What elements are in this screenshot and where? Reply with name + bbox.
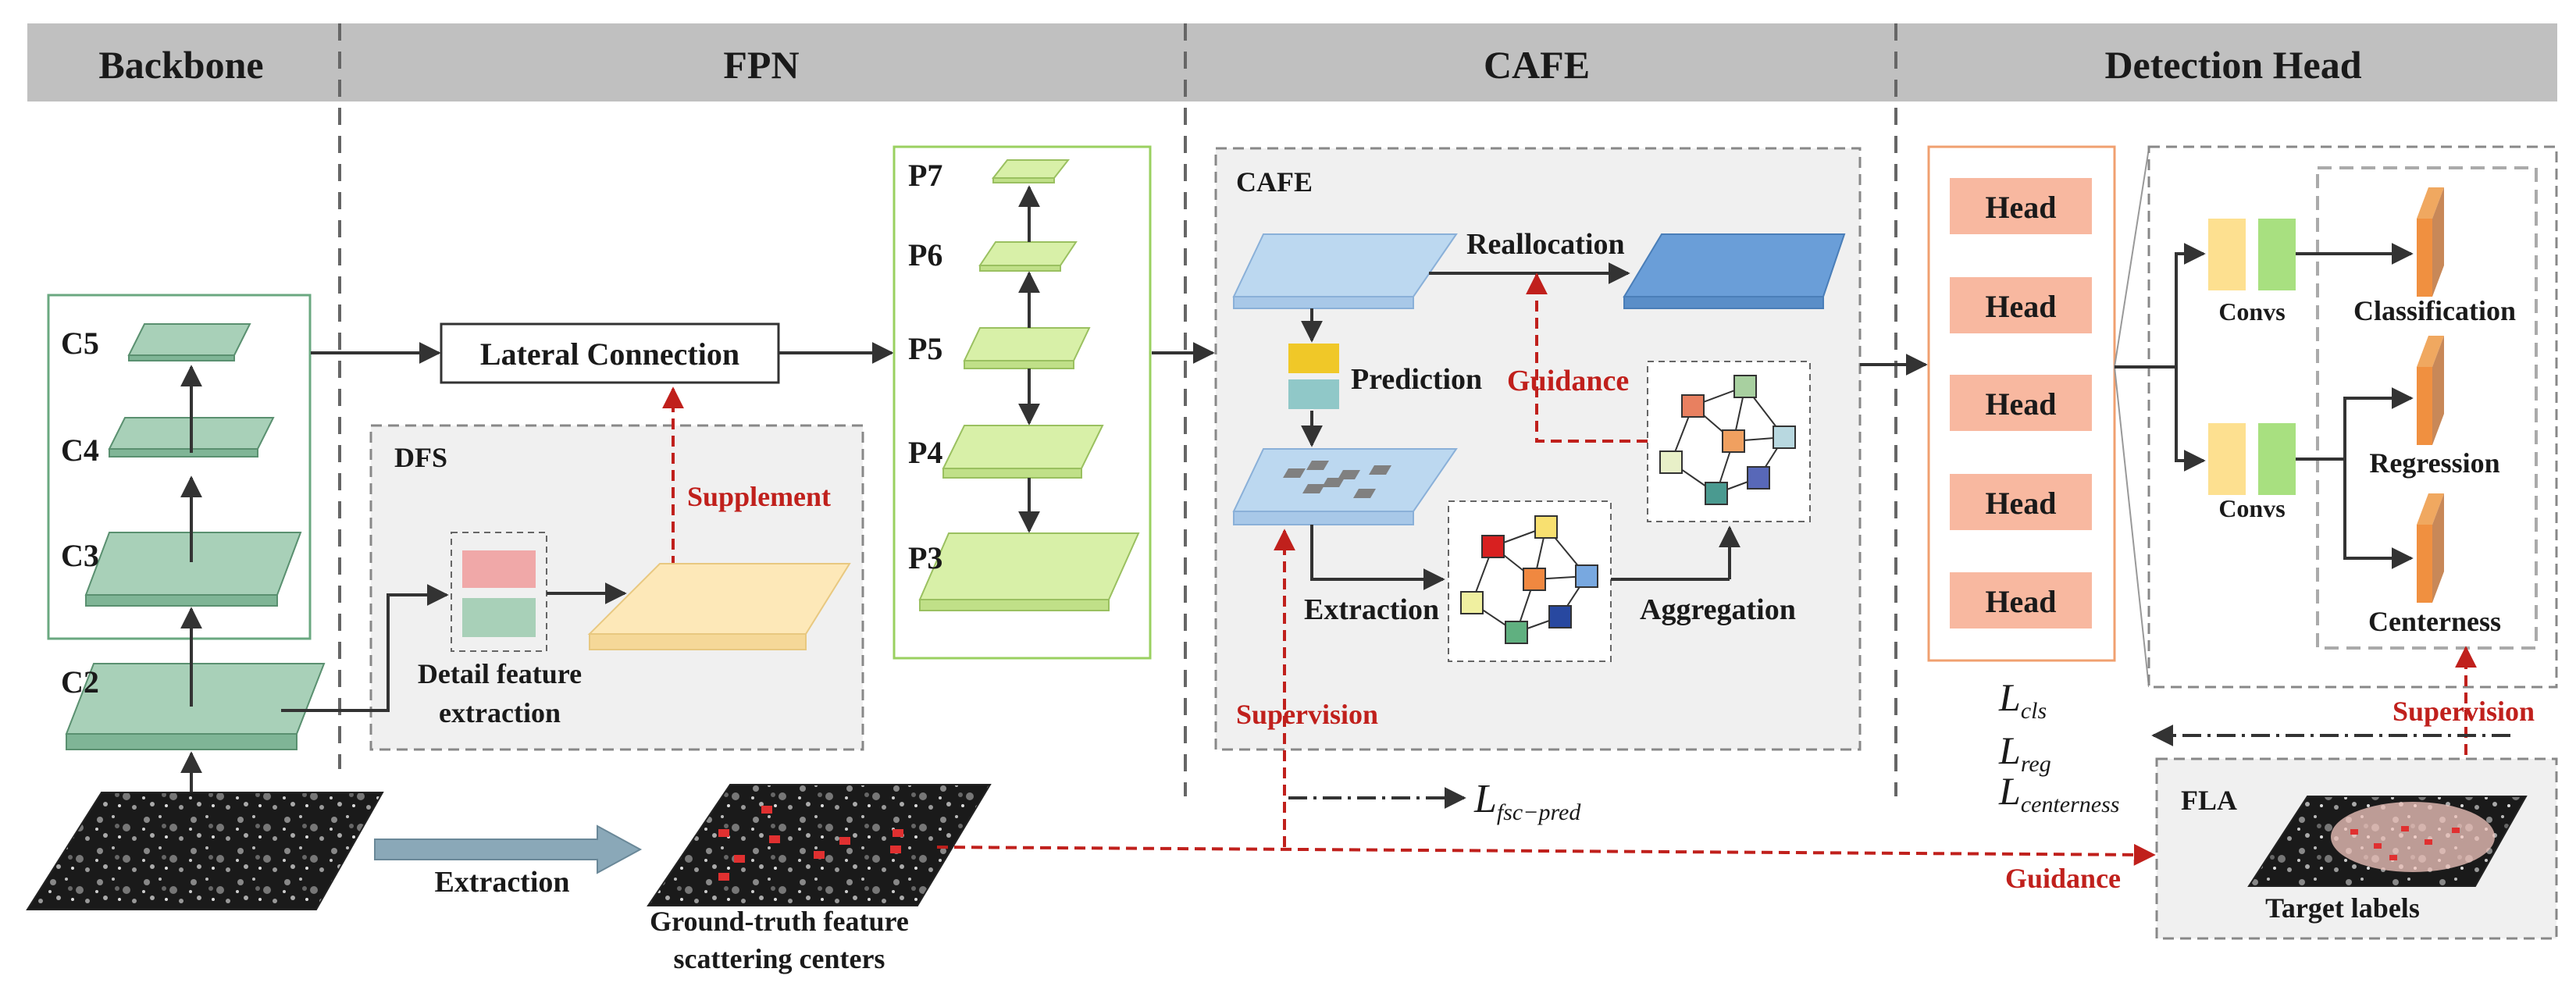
- prediction-teal: [1288, 379, 1339, 409]
- head-label-3: Head: [1985, 386, 2056, 422]
- cafe-title: CAFE: [1236, 166, 1313, 198]
- backbone-box: [47, 294, 312, 640]
- prediction-yellow: [1288, 344, 1339, 373]
- aggregation-label: Aggregation: [1640, 593, 1796, 626]
- arrow-convs-to-regression: [2296, 387, 2414, 461]
- header-fpn: FPN: [723, 43, 799, 87]
- head-box-2: [1950, 277, 2092, 333]
- label-c4: C4: [61, 433, 99, 468]
- label-p7: P7: [908, 158, 942, 193]
- reallocation-plane-edge: [1623, 296, 1824, 309]
- prediction-plane-edge: [1233, 511, 1414, 525]
- output-branch-box: [2316, 166, 2538, 650]
- dfs-title: DFS: [394, 442, 447, 473]
- centerness-block: [2417, 493, 2444, 603]
- target-region-overlay: [2331, 802, 2495, 872]
- detail-feature-red: [462, 550, 536, 588]
- extraction-graph-nodes: [1460, 515, 1598, 644]
- loss-centerness: Lcenterness: [1998, 769, 2119, 817]
- arrow-convs-to-centerness: [2343, 459, 2414, 569]
- supervision-label-cafe: Supervision: [1236, 699, 1378, 730]
- arrow-to-extraction-graph: [1310, 525, 1445, 590]
- detail-feature-label-2: extraction: [439, 697, 561, 728]
- section-dividers: [338, 23, 1897, 796]
- head-label-1: Head: [1985, 190, 2056, 225]
- supplement-label: Supplement: [687, 481, 831, 512]
- reallocation-plane: [1623, 233, 1846, 297]
- header-bar: [27, 23, 2557, 101]
- gt-label-line-1: Ground-truth feature: [650, 906, 909, 937]
- gt-scattering-points: [718, 806, 903, 881]
- label-p3: P3: [908, 540, 942, 575]
- zoom-line-top: [2114, 148, 2150, 368]
- convs-bottom-label: Convs: [2218, 494, 2285, 522]
- arrow-c2-to-detail: [281, 584, 449, 712]
- extraction-bottom-label: Extraction: [434, 866, 569, 899]
- head-box-1: [1950, 178, 2092, 234]
- fpn-pyramid-box: [893, 145, 1152, 660]
- label-p6: P6: [908, 237, 942, 272]
- head-label-5: Head: [1985, 584, 2056, 619]
- header-detection-head: Detection Head: [2104, 43, 2361, 87]
- guidance-label-cafe: Guidance: [1507, 365, 1629, 397]
- backbone-edges: [66, 354, 298, 750]
- classification-block: [2417, 187, 2444, 297]
- header-cafe: CAFE: [1484, 43, 1590, 87]
- supervision-label-head: Supervision: [2393, 696, 2535, 727]
- head-box-4: [1950, 474, 2092, 530]
- convs-top-yellow: [2208, 219, 2246, 290]
- convs-bottom-yellow: [2208, 423, 2246, 495]
- extraction-label: Extraction: [1304, 593, 1439, 626]
- head-label-2: Head: [1985, 289, 2056, 324]
- fpn-layer-edges: [919, 177, 1110, 611]
- head-label-4: Head: [1985, 486, 2056, 521]
- loss-fsc-pred: Lfsc−pred: [1473, 777, 1581, 825]
- target-labels-caption: Target labels: [2265, 892, 2420, 924]
- detail-feature-green: [462, 598, 536, 637]
- prediction-label: Prediction: [1351, 363, 1482, 396]
- guidance-arrow-cafe: [1526, 272, 1648, 443]
- loss-reg: Lreg: [1998, 728, 2051, 777]
- extraction-big-arrow: [374, 824, 643, 874]
- branch-top: [2175, 243, 2206, 367]
- backbone-layers: [65, 323, 326, 735]
- branch-bottom: [2175, 367, 2206, 472]
- gt-label-line-2: scattering centers: [674, 943, 885, 974]
- centerness-label: Centerness: [2368, 606, 2501, 637]
- regression-block: [2417, 336, 2444, 445]
- head-box-5: [1950, 572, 2092, 628]
- label-c2: C2: [61, 664, 99, 700]
- zoom-line-bottom: [2114, 366, 2150, 688]
- detail-feature-label-1: Detail feature: [418, 658, 582, 689]
- predicted-scattering-points: [1283, 461, 1391, 498]
- convs-bottom-green: [2258, 423, 2296, 495]
- lateral-connection-box: [440, 322, 780, 384]
- label-p5: P5: [908, 331, 942, 366]
- convs-top-green: [2258, 219, 2296, 290]
- head-box-3: [1950, 375, 2092, 431]
- input-sar-image: [26, 792, 384, 910]
- cafe-input-plane-edge: [1233, 296, 1414, 309]
- guidance-label-fla: Guidance: [2005, 863, 2121, 894]
- aggregation-graph-nodes: [1659, 375, 1796, 505]
- label-p4: P4: [908, 435, 942, 470]
- target-label-points: [2350, 826, 2460, 860]
- classification-label: Classification: [2353, 295, 2516, 326]
- guidance-arrow-gt-to-fla: [936, 843, 2156, 866]
- supplement-feature-edge: [589, 633, 807, 650]
- heads-container: [1927, 145, 2116, 662]
- label-c3: C3: [61, 538, 99, 573]
- label-c5: C5: [61, 326, 99, 361]
- gt-scattering-image: [647, 784, 992, 906]
- lateral-connection-label: Lateral Connection: [480, 336, 739, 372]
- convs-top-label: Convs: [2218, 297, 2285, 326]
- regression-label: Regression: [2369, 447, 2499, 479]
- header-backbone: Backbone: [98, 43, 263, 87]
- loss-cls: Lcls: [1998, 675, 2047, 724]
- fpn-layers: [918, 159, 1140, 600]
- fla-title: FLA: [2181, 785, 2237, 816]
- reallocation-label: Reallocation: [1466, 228, 1625, 261]
